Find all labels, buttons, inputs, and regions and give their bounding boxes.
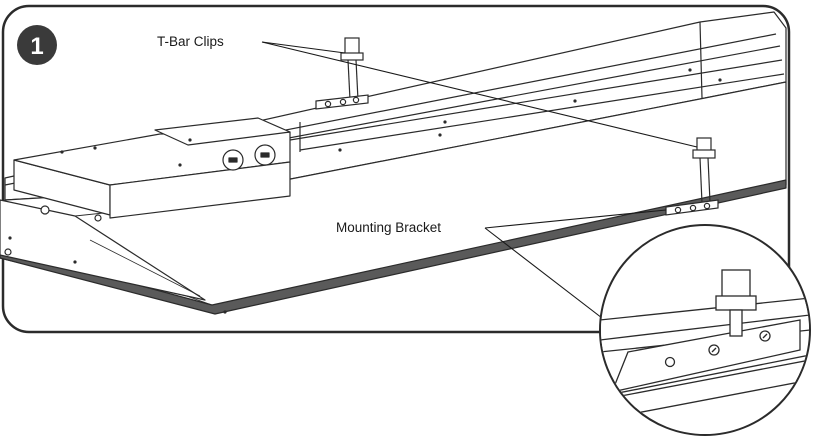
step-number: 1 bbox=[30, 33, 43, 60]
step-badge: 1 bbox=[17, 25, 57, 65]
tbar-clips-label: T-Bar Clips bbox=[157, 34, 224, 49]
driver-box-cover bbox=[154, 117, 291, 146]
fixture-reflector bbox=[0, 199, 206, 301]
detail-magnifier bbox=[599, 224, 811, 436]
light-fixture bbox=[0, 11, 787, 315]
knockout-left bbox=[222, 149, 244, 171]
knockout-right bbox=[254, 144, 276, 166]
mounting-bracket-label: Mounting Bracket bbox=[336, 220, 441, 235]
detail-bracket bbox=[610, 319, 801, 393]
tbar-clip-top bbox=[315, 37, 369, 110]
driver-box-top bbox=[13, 131, 291, 186]
